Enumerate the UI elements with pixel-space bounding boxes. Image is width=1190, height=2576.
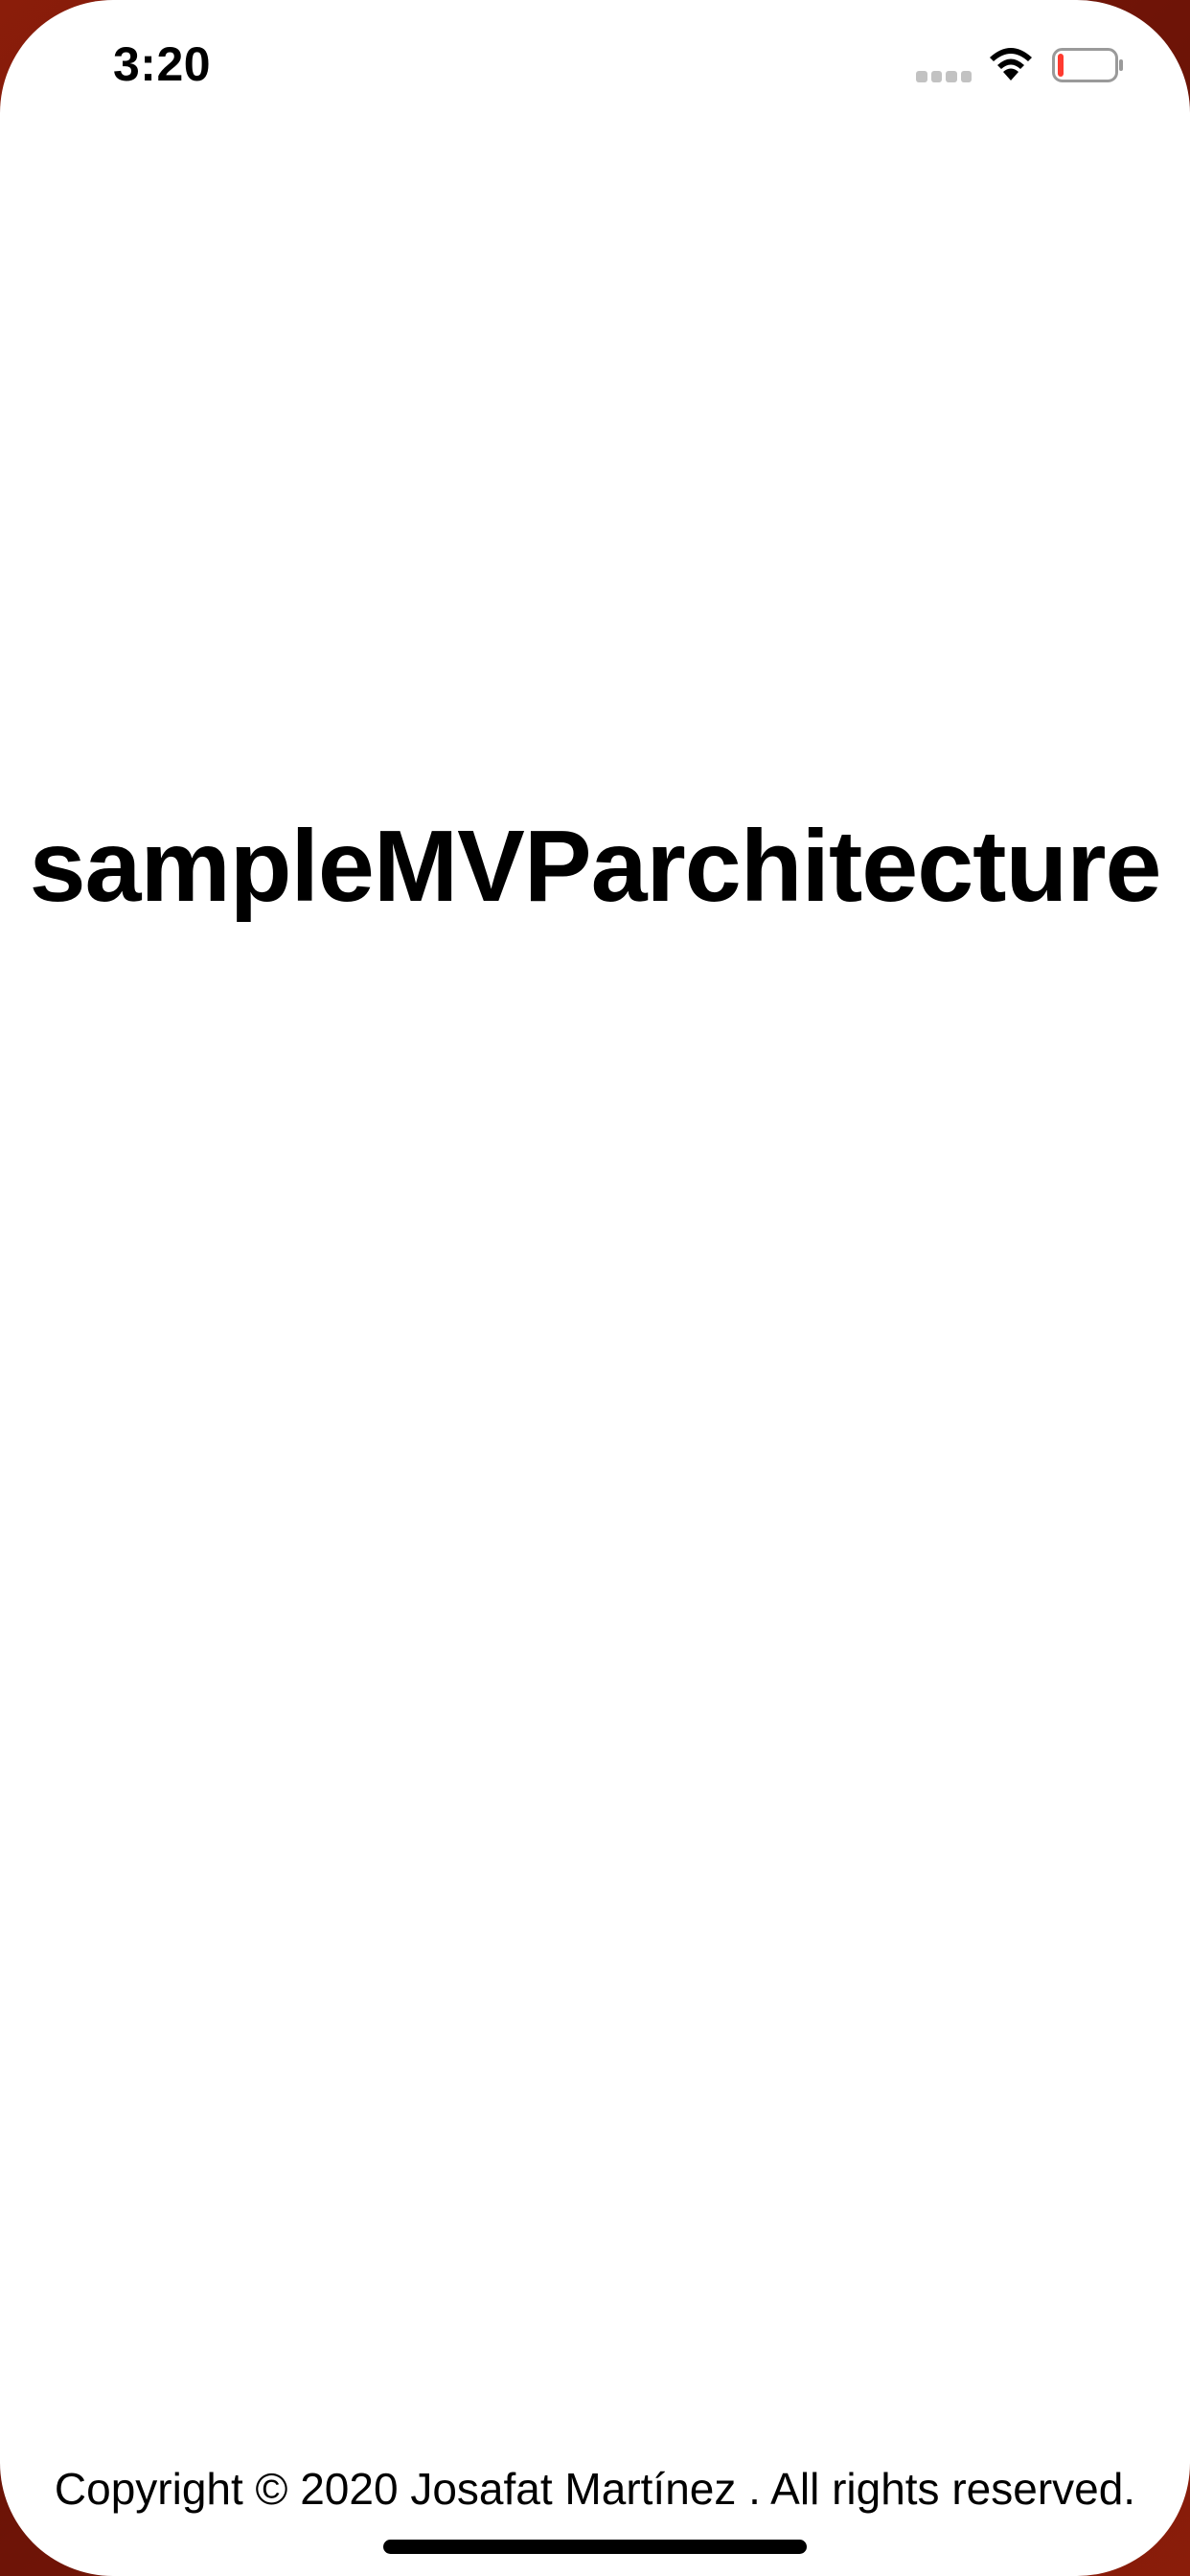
- battery-low-icon: [1052, 48, 1123, 82]
- home-indicator[interactable]: [383, 2540, 807, 2554]
- app-title: sampleMVParchitecture: [29, 810, 1162, 923]
- status-time: 3:20: [113, 37, 212, 91]
- cellular-signal-icon: [916, 71, 972, 82]
- wifi-icon: [990, 48, 1032, 80]
- status-bar: 3:20: [0, 0, 1190, 134]
- copyright-text: Copyright © 2020 Josafat Martínez . All …: [54, 2464, 1136, 2514]
